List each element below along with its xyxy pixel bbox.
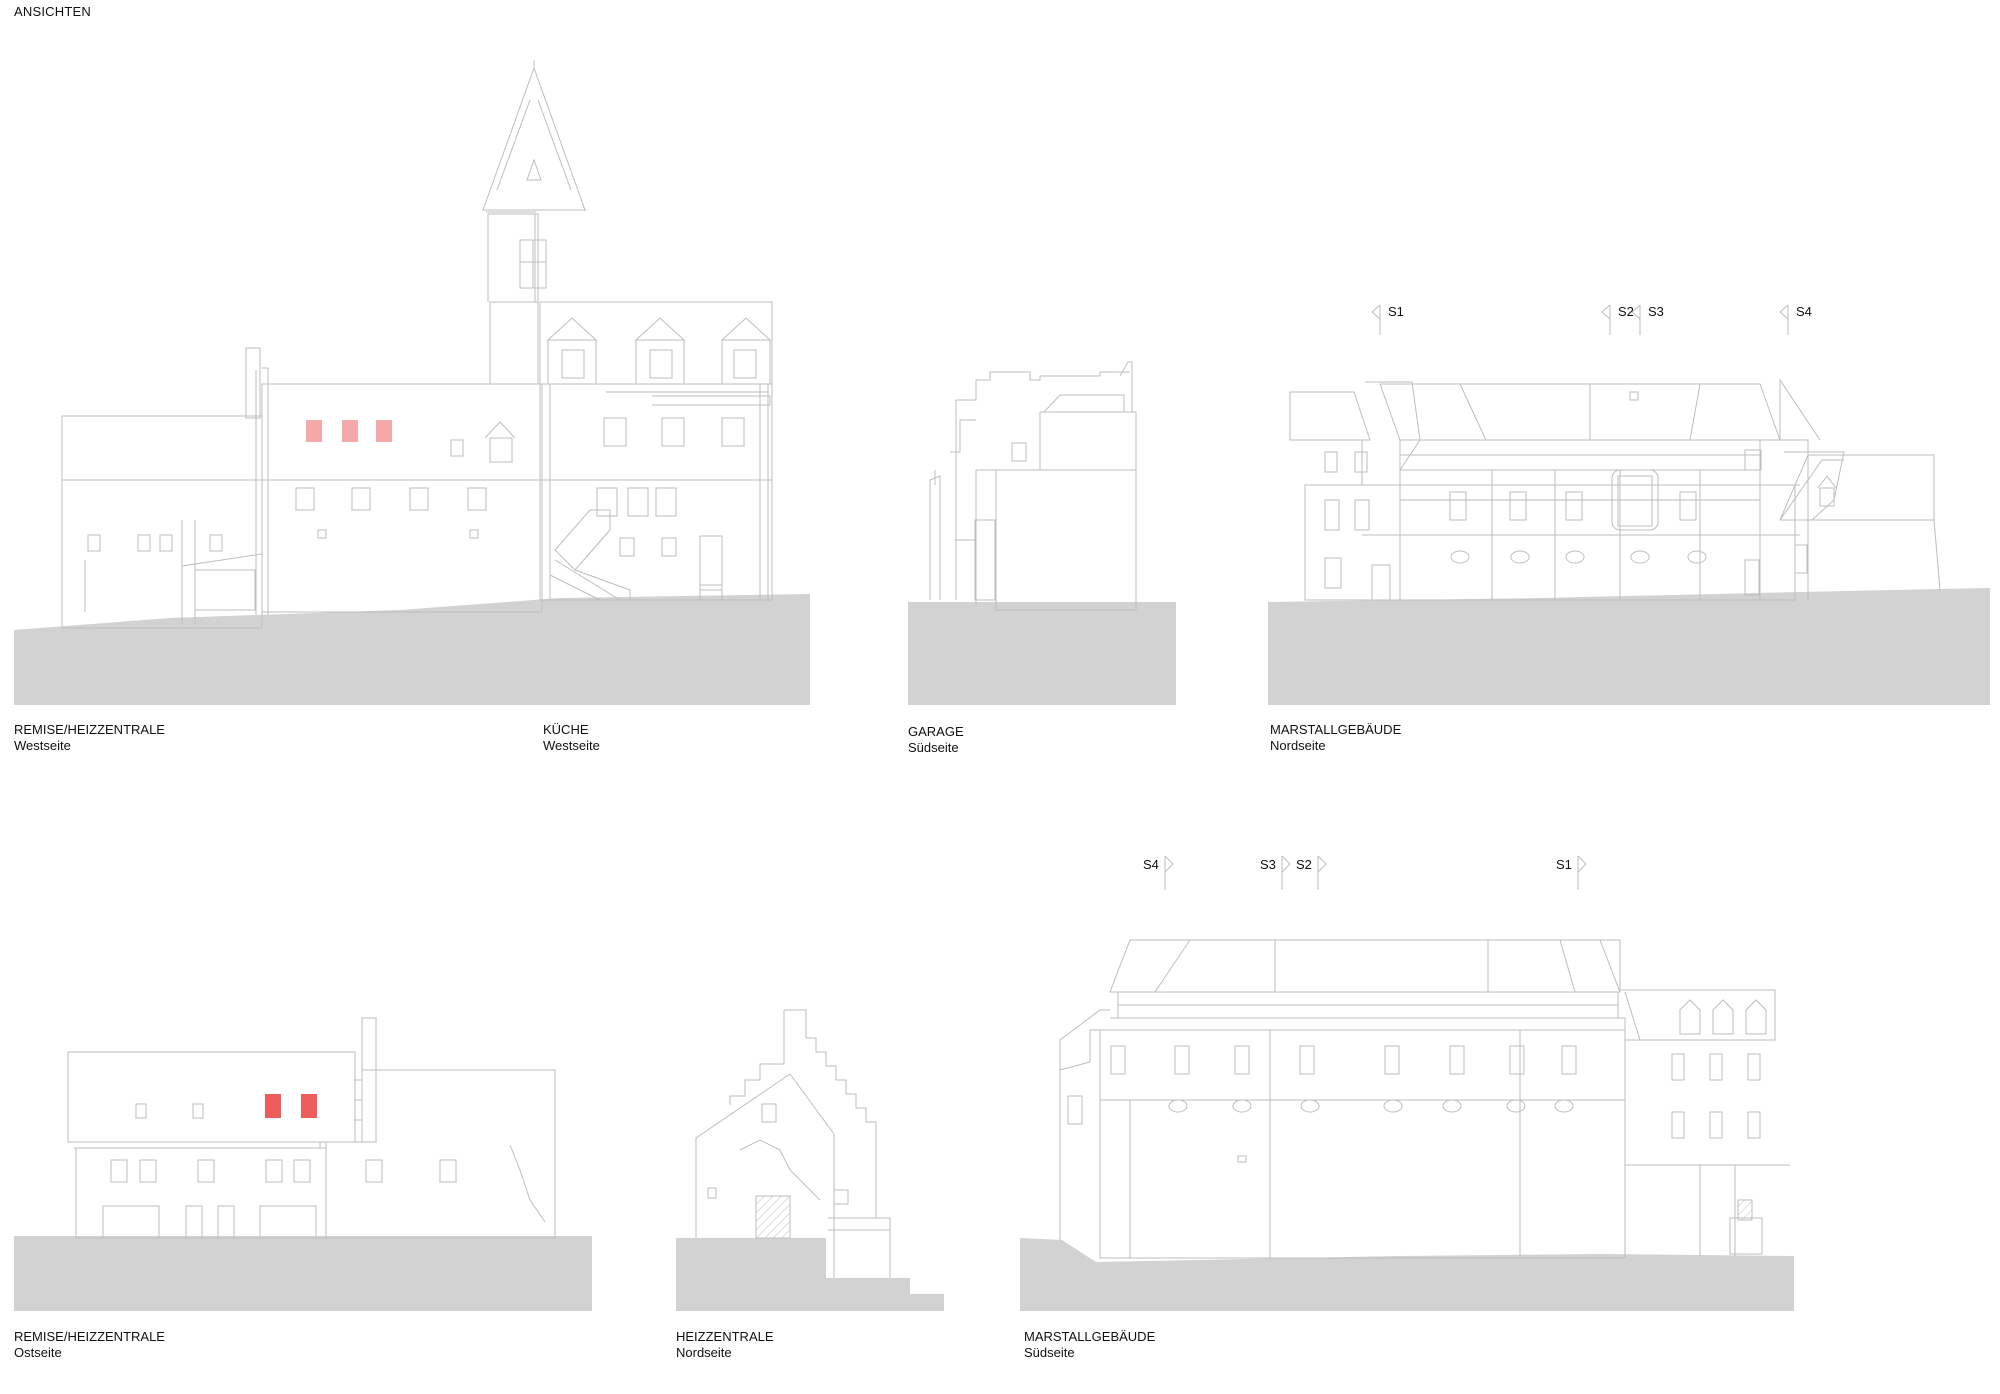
caption-building: MARSTALLGEBÄUDE bbox=[1024, 1329, 1156, 1344]
caption-remise-east: REMISE/HEIZZENTRALE Ostseite bbox=[14, 1329, 165, 1361]
section-markers-bottom bbox=[1164, 855, 1587, 890]
kueche-house bbox=[539, 301, 773, 601]
highlight-panel bbox=[301, 1094, 317, 1118]
section-marker-label: S4 bbox=[1796, 304, 1812, 319]
section-marker-label: S2 bbox=[1618, 304, 1634, 319]
left-building bbox=[61, 415, 263, 629]
chimney bbox=[245, 347, 261, 419]
ground-section bbox=[1268, 588, 1990, 705]
exterior-stair bbox=[554, 509, 631, 600]
section-marker-label: S1 bbox=[1556, 857, 1572, 872]
highlight-panel bbox=[306, 420, 322, 442]
elevation-garage-south bbox=[908, 361, 1176, 705]
ground-section bbox=[1020, 1238, 1794, 1311]
caption-side: Südseite bbox=[1024, 1345, 1075, 1360]
caption-building: REMISE/HEIZZENTRALE bbox=[14, 722, 165, 737]
ground-section bbox=[908, 602, 1176, 705]
elevation-marstall-north bbox=[1268, 378, 1990, 705]
caption-kueche-west: KÜCHE Westseite bbox=[543, 722, 600, 754]
garage-block bbox=[995, 469, 1137, 611]
highlight-panel bbox=[342, 420, 358, 442]
entrance-portal bbox=[1611, 469, 1659, 531]
marstall-main-body bbox=[1304, 484, 1796, 601]
elevation-remise-east bbox=[14, 1017, 592, 1311]
caption-side: Nordseite bbox=[1270, 738, 1326, 753]
caption-garage-south: GARAGE Südseite bbox=[908, 724, 964, 756]
caption-side: Ostseite bbox=[14, 1345, 62, 1360]
sheet-title: ANSICHTEN bbox=[14, 4, 91, 19]
ground-section bbox=[14, 1236, 592, 1311]
marstall-south-body bbox=[1099, 1029, 1626, 1259]
highlight-panel bbox=[376, 420, 392, 442]
section-marker-label: S3 bbox=[1260, 857, 1276, 872]
caption-heizzentrale-north: HEIZZENTRALE Nordseite bbox=[676, 1329, 774, 1361]
caption-marstall-north: MARSTALLGEBÄUDE Nordseite bbox=[1270, 722, 1401, 754]
section-marker-label: S1 bbox=[1388, 304, 1404, 319]
caption-building: HEIZZENTRALE bbox=[676, 1329, 774, 1344]
tower bbox=[489, 301, 539, 385]
section-marker-label: S2 bbox=[1296, 857, 1312, 872]
caption-building: GARAGE bbox=[908, 724, 964, 739]
caption-marstall-south: MARSTALLGEBÄUDE Südseite bbox=[1024, 1329, 1155, 1361]
central-building bbox=[261, 383, 543, 613]
ground-section bbox=[676, 1238, 944, 1311]
section-markers-top bbox=[1371, 304, 1789, 335]
elevation-remise-kueche-west bbox=[14, 60, 810, 705]
elevation-marstall-south bbox=[1020, 939, 1794, 1311]
caption-building: MARSTALLGEBÄUDE bbox=[1270, 722, 1402, 737]
ground-section bbox=[14, 594, 810, 705]
caption-side: Westseite bbox=[543, 738, 600, 753]
caption-building: KÜCHE bbox=[543, 722, 589, 737]
caption-side: Nordseite bbox=[676, 1345, 732, 1360]
elevation-heizzentrale-north bbox=[676, 1009, 944, 1311]
caption-building: REMISE/HEIZZENTRALE bbox=[14, 1329, 165, 1344]
remise-east-body bbox=[75, 1147, 327, 1239]
section-marker-label: S3 bbox=[1648, 304, 1664, 319]
section-marker-label: S4 bbox=[1143, 857, 1159, 872]
caption-remise-west: REMISE/HEIZZENTRALE Westseite bbox=[14, 722, 165, 754]
chimney bbox=[361, 1017, 377, 1143]
caption-side: Westseite bbox=[14, 738, 71, 753]
caption-side: Südseite bbox=[908, 740, 959, 755]
highlight-panel bbox=[265, 1094, 281, 1118]
